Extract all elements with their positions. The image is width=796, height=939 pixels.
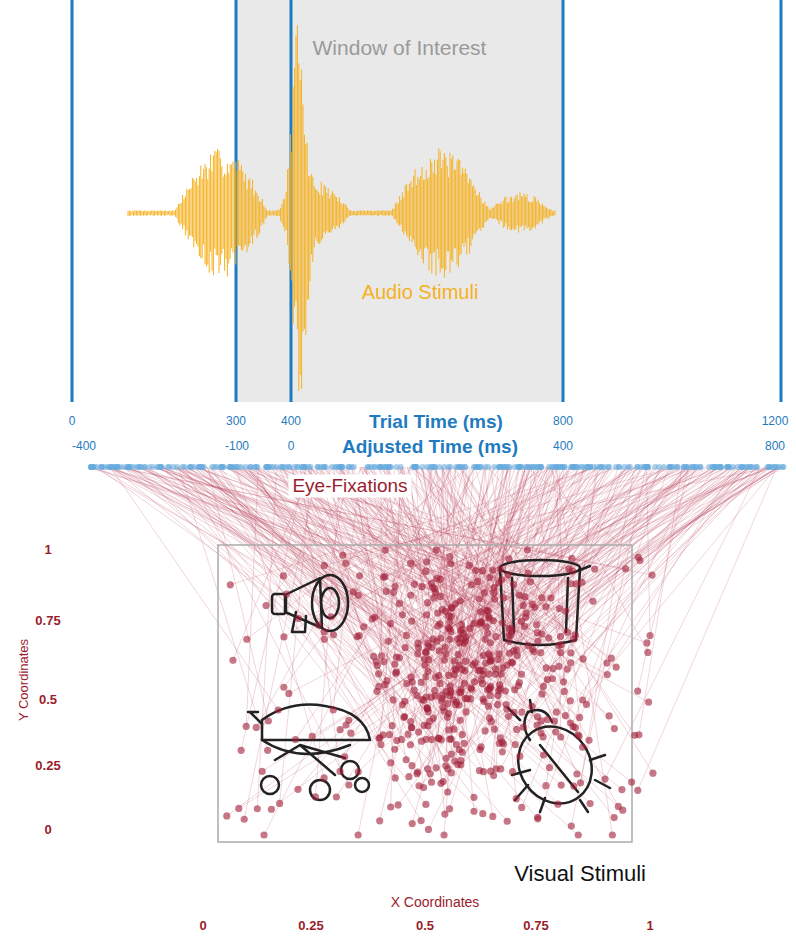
axis-title: Adjusted Time (ms) — [342, 437, 518, 458]
audio-waveform — [128, 25, 555, 391]
axis-title: Trial Time (ms) — [369, 412, 503, 433]
fixation-points — [223, 546, 656, 838]
axis-title: Y Coordinates — [17, 639, 31, 721]
tick-label: 0.25 — [298, 919, 323, 933]
tick-label: 0 — [288, 440, 295, 453]
tick-label: 1200 — [762, 415, 789, 428]
stimulus-frame — [218, 545, 632, 842]
stroller-drawing — [248, 705, 370, 800]
node-label: Window of Interest — [236, 36, 563, 60]
tick-label: 1 — [44, 543, 51, 557]
series-title: Eye-Fixations — [288, 475, 411, 498]
tick-label: 400 — [553, 440, 573, 453]
tick-label: 0 — [199, 919, 206, 933]
tick-label: 0 — [44, 823, 51, 837]
tick-label: -400 — [72, 440, 96, 453]
time-samples — [88, 464, 786, 470]
visual-stimuli-box: Visual Stimuli — [218, 545, 632, 842]
axis-title: Audio Stimuli — [358, 280, 483, 304]
beaker-drawing — [500, 560, 590, 645]
tick-label: 0.25 — [35, 759, 60, 773]
megaphone-drawing — [272, 575, 348, 632]
node-label: Visual Stimuli — [514, 861, 646, 887]
tick-label: 0.75 — [523, 919, 548, 933]
tick-label: 800 — [765, 440, 785, 453]
tick-label: 0.5 — [39, 693, 57, 707]
tick-label: 300 — [226, 415, 246, 428]
tick-label: 800 — [553, 415, 573, 428]
time-markers — [72, 0, 781, 402]
fixation-lines — [88, 467, 784, 835]
tick-label: -100 — [225, 440, 249, 453]
object-drawings — [248, 560, 610, 818]
tick-label: 1 — [646, 919, 653, 933]
axis-title: X Coordinates — [391, 895, 480, 910]
tick-label: 0.75 — [35, 614, 60, 628]
tick-label: 400 — [281, 415, 301, 428]
tick-label: 0.5 — [416, 919, 434, 933]
beetle-drawing — [503, 700, 610, 818]
tick-label: 0 — [69, 415, 76, 428]
